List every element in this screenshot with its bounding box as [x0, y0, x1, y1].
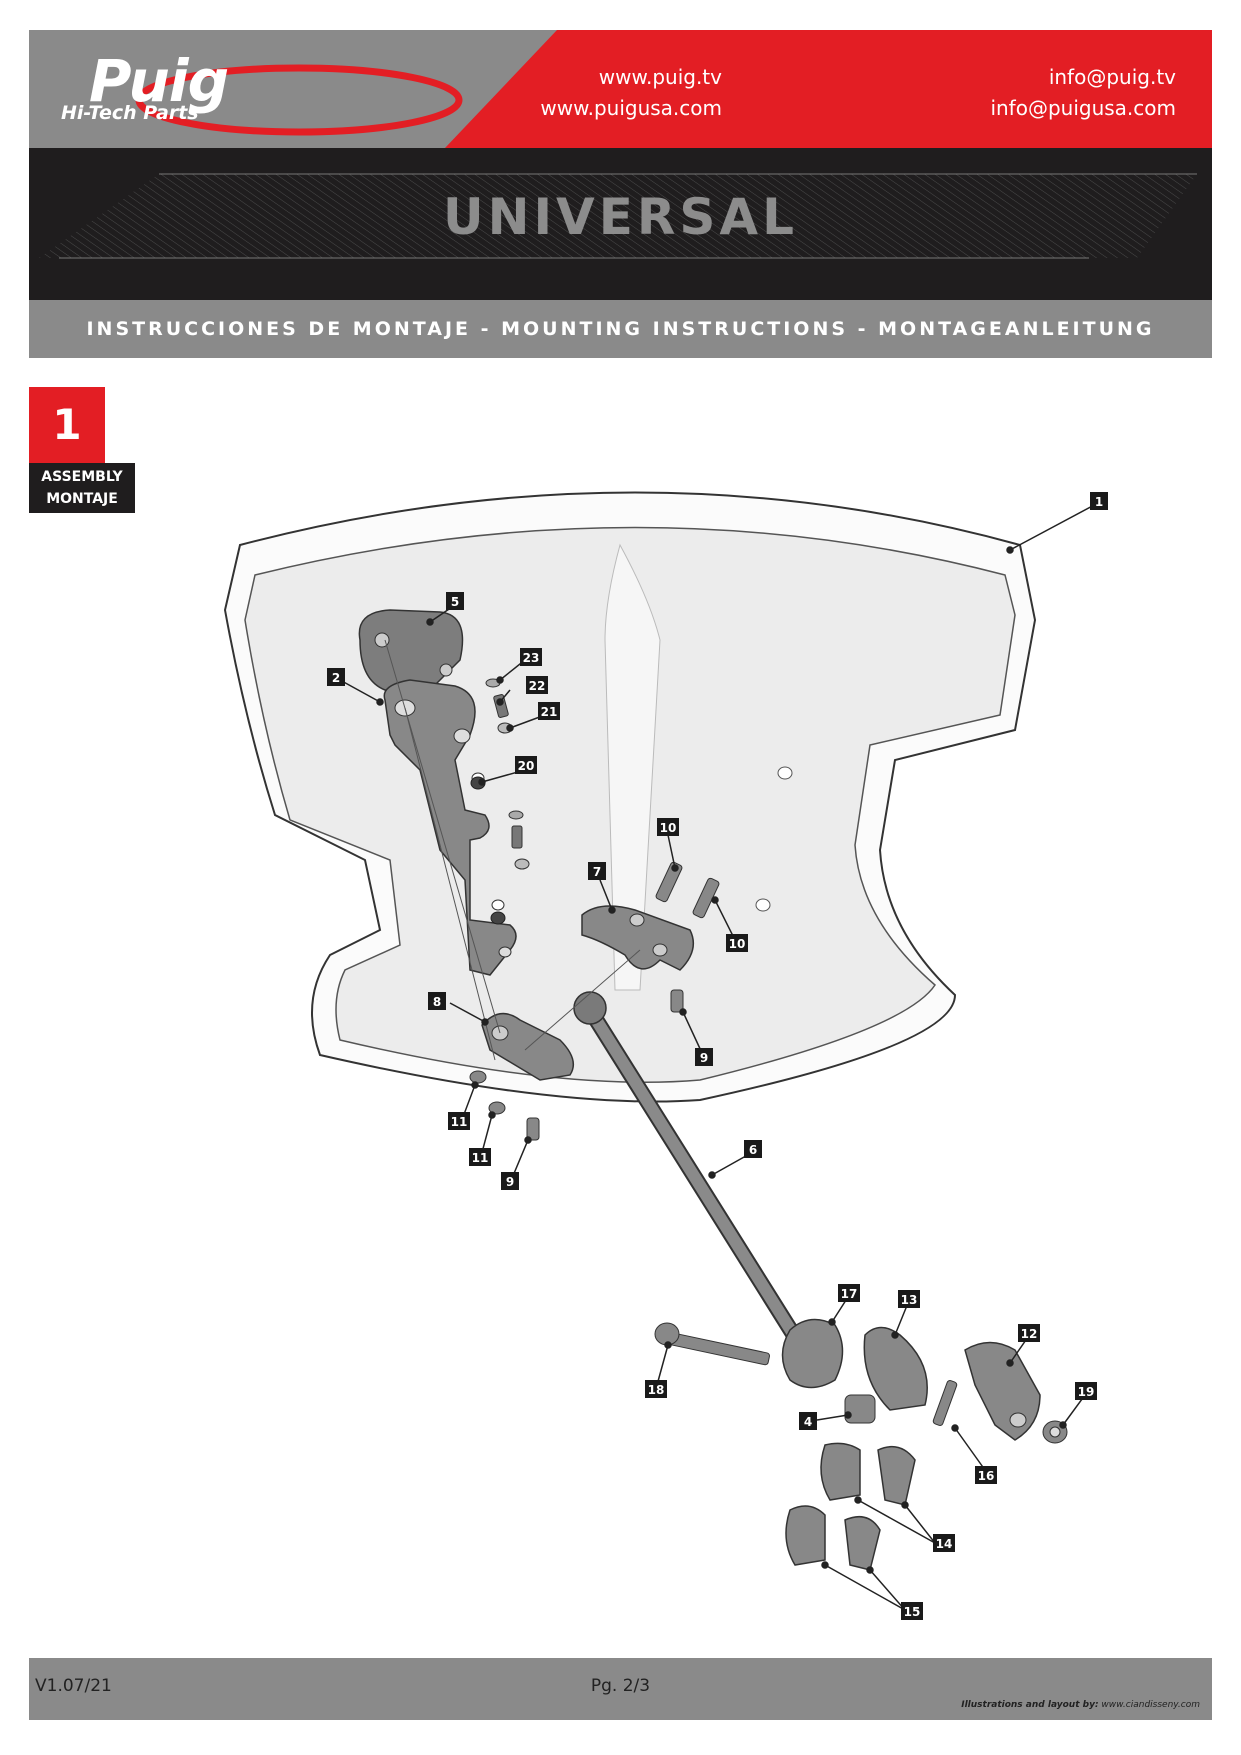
svg-text:18: 18	[648, 1383, 665, 1397]
part-14-insert	[820, 1442, 861, 1501]
callout-label: 11	[469, 1148, 491, 1166]
step-label-en: ASSEMBLY	[41, 469, 123, 485]
rod-ball-end	[573, 991, 607, 1025]
svg-text:10: 10	[660, 821, 677, 835]
svg-text:12: 12	[1021, 1327, 1038, 1341]
puig-logo-swoosh-icon	[135, 64, 463, 136]
website-link[interactable]: www.puig.tv	[598, 65, 722, 89]
svg-text:2: 2	[332, 671, 340, 685]
product-title: UNIVERSAL	[443, 188, 798, 246]
part-5-plate	[358, 609, 464, 691]
svg-text:10: 10	[729, 937, 746, 951]
part-14-insert	[877, 1445, 916, 1506]
email-link[interactable]: info@puig.tv	[1048, 65, 1176, 89]
callout-label: 1	[1090, 492, 1108, 510]
svg-text:4: 4	[804, 1415, 812, 1429]
windscreen-center-reflection	[604, 543, 661, 991]
hatch-pattern	[39, 173, 1197, 259]
page-number: Pg. 2/3	[590, 1676, 651, 1696]
part-13-half-clamp	[863, 1326, 928, 1411]
svg-text:15: 15	[904, 1605, 921, 1619]
svg-text:23: 23	[523, 651, 540, 665]
email-links: info@puig.tv info@puigusa.com	[990, 62, 1176, 124]
part-15-insert	[785, 1505, 826, 1566]
header-bar: Puig Hi-Tech Parts www.puig.tv www.puigu…	[29, 30, 1212, 148]
svg-text:8: 8	[433, 995, 441, 1009]
callout-label: 11	[448, 1112, 470, 1130]
callout-label: 5	[446, 592, 464, 610]
svg-text:22: 22	[529, 679, 546, 693]
callout-label: 9	[695, 1048, 713, 1066]
step-label-es: MONTAJE	[46, 491, 118, 507]
svg-text:19: 19	[1078, 1385, 1095, 1399]
callout-label: 4	[799, 1412, 817, 1430]
step-number: 1	[29, 387, 105, 463]
callout-label: 10	[726, 934, 748, 952]
callout-label: 12	[1018, 1324, 1040, 1342]
instructions-bar: INSTRUCCIONES DE MONTAJE - MOUNTING INST…	[29, 300, 1212, 358]
svg-text:5: 5	[451, 595, 459, 609]
part-2-bracket	[383, 679, 517, 976]
callout-label: 6	[744, 1140, 762, 1158]
part-6-rod	[584, 1004, 806, 1351]
product-title-band: UNIVERSAL	[29, 148, 1212, 300]
callout-label: 17	[838, 1284, 860, 1302]
callout-label: 13	[898, 1290, 920, 1308]
svg-text:1: 1	[1095, 495, 1103, 509]
website-link[interactable]: www.puigusa.com	[540, 96, 722, 120]
website-links: www.puig.tv www.puigusa.com	[540, 62, 722, 124]
callout-label: 8	[428, 992, 446, 1010]
footer-bar: V1.07/21 Pg. 2/3 Illustrations and layou…	[29, 1658, 1212, 1720]
part-12-mount	[964, 1341, 1041, 1441]
svg-text:7: 7	[593, 865, 601, 879]
svg-text:11: 11	[451, 1115, 468, 1129]
screen-hole	[755, 898, 771, 912]
svg-text:6: 6	[749, 1143, 757, 1157]
credit-site[interactable]: www.ciandisseny.com	[1101, 1700, 1200, 1710]
step-label: ASSEMBLY MONTAJE	[29, 463, 135, 513]
svg-text:21: 21	[541, 705, 558, 719]
callout-label: 23	[520, 648, 542, 666]
callout-label: 20	[515, 756, 537, 774]
header-red-panel	[445, 30, 1212, 148]
callout-label: 16	[975, 1466, 997, 1484]
callout-label: 21	[538, 702, 560, 720]
callout-label: 14	[933, 1534, 955, 1552]
email-link[interactable]: info@puigusa.com	[990, 96, 1176, 120]
callout-label: 22	[526, 676, 548, 694]
brand-logo: Puig	[89, 47, 229, 115]
svg-text:17: 17	[841, 1287, 858, 1301]
brand-tagline: Hi-Tech Parts	[61, 102, 199, 124]
svg-text:16: 16	[978, 1469, 995, 1483]
svg-text:13: 13	[901, 1293, 918, 1307]
callout-label: 15	[901, 1602, 923, 1620]
svg-text:9: 9	[506, 1175, 514, 1189]
part-15-insert	[844, 1515, 881, 1571]
version-label: V1.07/21	[35, 1676, 112, 1696]
credit-line: Illustrations and layout by: www.ciandis…	[961, 1700, 1200, 1710]
svg-text:9: 9	[700, 1051, 708, 1065]
callout-label: 7	[588, 862, 606, 880]
screen-hole	[777, 766, 793, 780]
credit-label: Illustrations and layout by:	[961, 1700, 1099, 1710]
callout-label: 18	[645, 1380, 667, 1398]
callout-label: 9	[501, 1172, 519, 1190]
svg-text:20: 20	[518, 759, 535, 773]
part-17-ball-joint	[781, 1318, 844, 1389]
callout-label: 2	[327, 668, 345, 686]
callout-label: 10	[657, 818, 679, 836]
callout-label: 19	[1075, 1382, 1097, 1400]
svg-text:11: 11	[472, 1151, 489, 1165]
svg-text:14: 14	[936, 1537, 953, 1551]
